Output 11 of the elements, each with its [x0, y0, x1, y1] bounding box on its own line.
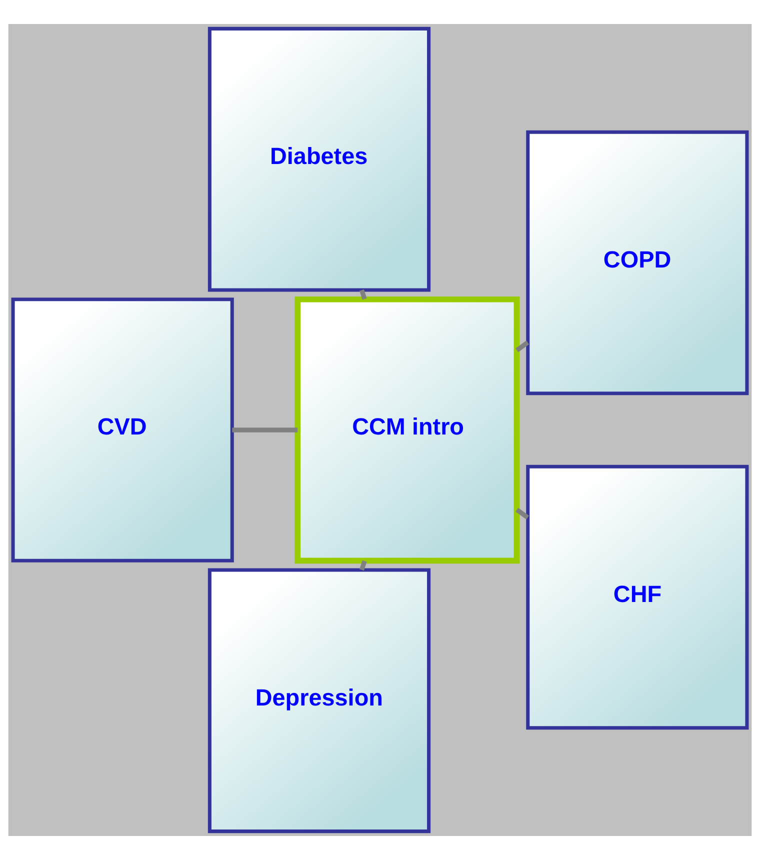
node-box: Depression	[208, 568, 431, 833]
node-box: CHF	[526, 464, 749, 730]
connector	[516, 507, 530, 519]
connector	[360, 288, 367, 300]
node-box: COPD	[526, 130, 749, 395]
connector	[232, 427, 298, 432]
connector	[360, 560, 367, 570]
node-box: CVD	[11, 297, 234, 562]
node-box: Diabetes	[208, 26, 431, 292]
node-box: CCM intro	[294, 296, 520, 564]
connector	[516, 340, 530, 352]
